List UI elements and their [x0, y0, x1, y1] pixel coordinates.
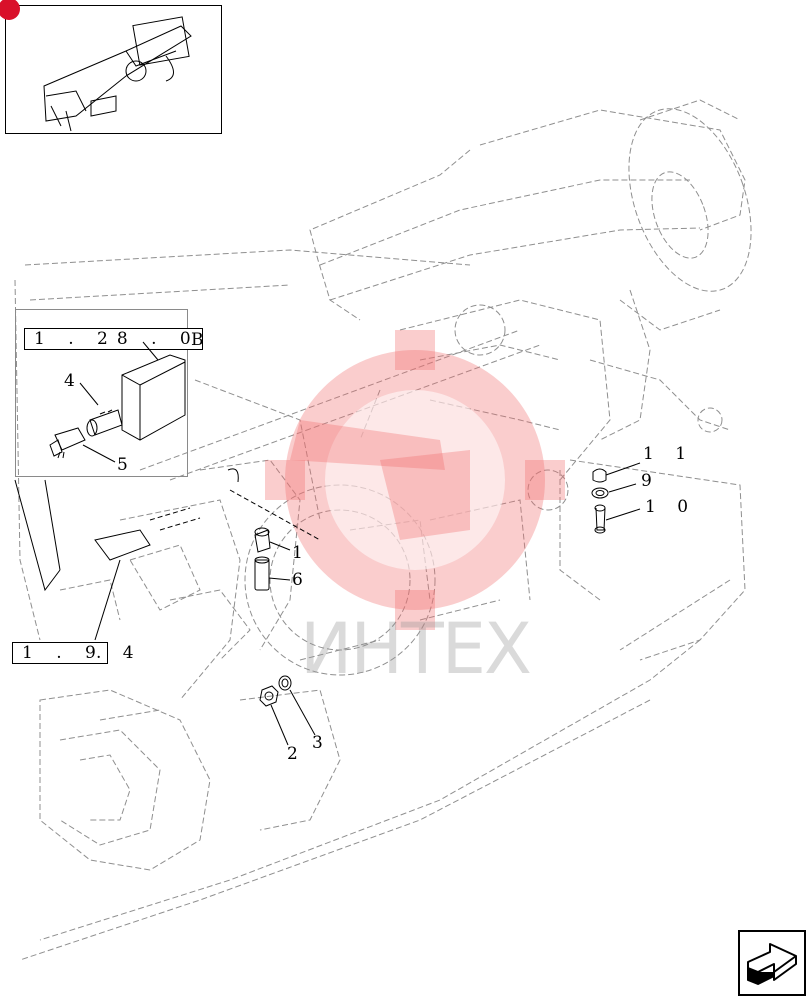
next-page-arrow-icon: [747, 943, 797, 985]
detail-inset: [15, 309, 188, 477]
callout-2: 2: [287, 744, 306, 764]
callout-1: 1: [292, 543, 311, 563]
tractor-thumbnail-icon: [43, 16, 192, 132]
reference-button-bottom[interactable]: 1 . 9: [12, 642, 108, 664]
callout-6: 6: [292, 570, 311, 590]
corner-marker-icon: [0, 0, 20, 20]
callout-10: 1 0: [645, 497, 697, 517]
watermark-text: ИНТЕХ: [300, 608, 532, 690]
overview-thumbnail[interactable]: [0, 0, 222, 134]
inset-reference-button[interactable]: 1 . 28 . 0: [24, 328, 203, 350]
next-page-button[interactable]: [738, 930, 806, 996]
callout-9: 9: [641, 471, 660, 491]
callout-4: 4: [64, 371, 83, 391]
inset-side-label: B: [191, 330, 212, 350]
inset-reference-label: 1 . 28 . 0: [34, 329, 200, 349]
callout-3: 3: [312, 733, 331, 753]
callout-11: 1 1: [643, 444, 695, 464]
reference-suffix: . 4: [96, 643, 142, 663]
reference-prefix: 1 . 9: [22, 643, 105, 663]
callout-5: 5: [117, 455, 136, 475]
